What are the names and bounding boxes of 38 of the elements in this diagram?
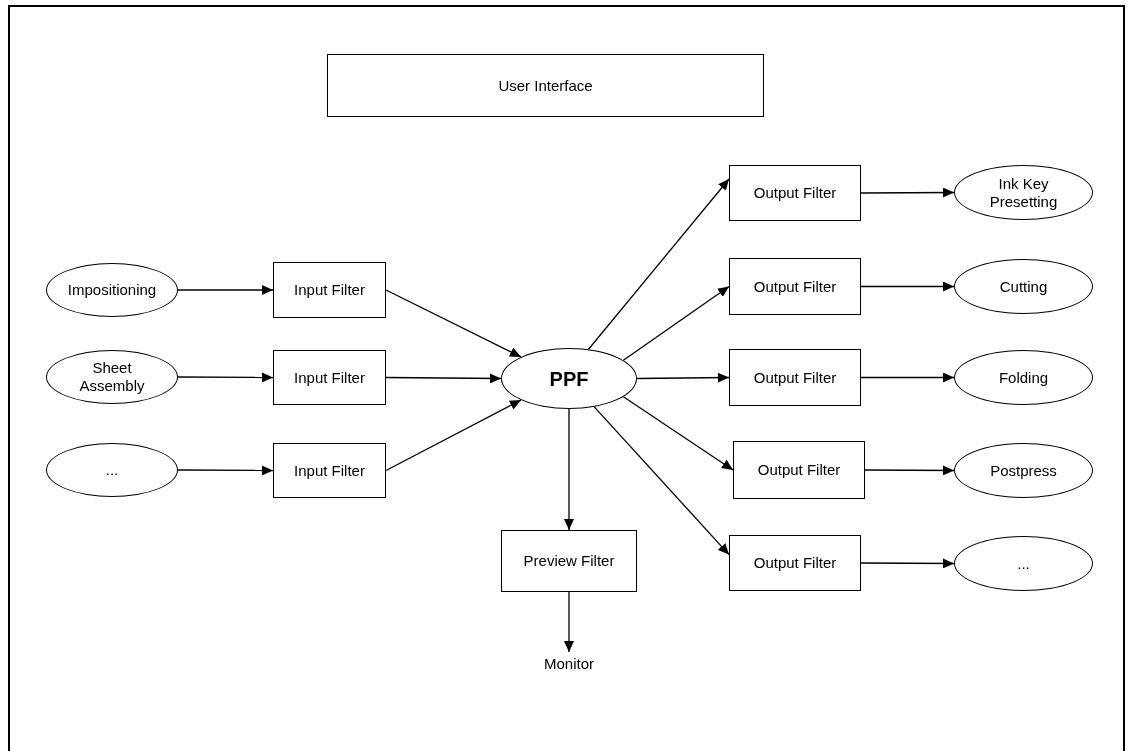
target-ellipse: Ink Key Presetting <box>954 165 1093 220</box>
arrow <box>860 372 955 383</box>
filter-box: Preview Filter <box>501 530 637 592</box>
arrow <box>564 408 574 531</box>
arrow <box>860 281 955 292</box>
filter-box: Output Filter <box>729 349 861 406</box>
arrow <box>177 285 274 295</box>
target-ellipse: Cutting <box>954 259 1093 314</box>
filter-box: Output Filter <box>729 165 861 221</box>
filter-box: Output Filter <box>729 535 861 591</box>
arrow <box>593 406 730 556</box>
source-ellipse: Sheet Assembly <box>46 350 178 404</box>
source-ellipse: ... <box>46 443 178 497</box>
target-ellipse: Postpress <box>954 443 1093 498</box>
source-ellipse: Impositioning <box>46 263 178 317</box>
arrow <box>860 558 955 569</box>
arrow <box>385 399 522 472</box>
target-ellipse: Folding <box>954 350 1093 405</box>
target-ellipse: ... <box>954 536 1093 591</box>
arrow <box>622 285 730 361</box>
filter-box: Input Filter <box>273 262 386 318</box>
interface-box: User Interface <box>327 54 764 117</box>
arrow <box>864 465 955 476</box>
arrow <box>587 178 730 350</box>
output-label: Monitor <box>532 652 606 676</box>
arrow <box>860 187 955 198</box>
arrow <box>636 372 730 383</box>
filter-box: Output Filter <box>733 441 865 499</box>
arrow <box>177 465 274 476</box>
filter-box: Input Filter <box>273 443 386 498</box>
arrow <box>564 591 574 653</box>
filter-box: Output Filter <box>729 258 861 315</box>
core-ellipse: PPF <box>501 348 637 409</box>
arrow <box>385 373 502 384</box>
filter-box: Input Filter <box>273 350 386 405</box>
arrow <box>177 372 274 383</box>
arrow <box>385 289 522 358</box>
arrow <box>622 396 734 471</box>
